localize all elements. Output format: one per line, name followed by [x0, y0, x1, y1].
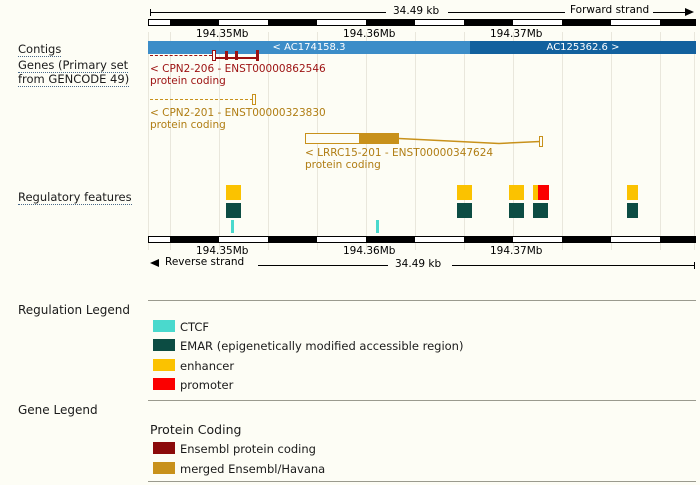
gene-lrrc15-201-coding-exon[interactable]	[360, 133, 399, 144]
region-length-label: 34.49 kb	[390, 5, 443, 17]
reg-feature-ctcf[interactable]	[231, 220, 234, 233]
contigs-row-label[interactable]: Contigs	[18, 42, 62, 57]
genes-row-label[interactable]: Genes (Primary set from GENCODE 49)	[18, 58, 130, 87]
gene-legend-title: Gene Legend	[18, 403, 98, 417]
reg-feature-enhancer[interactable]	[509, 185, 524, 200]
legend-swatch-merged-ensembl-havana	[153, 462, 175, 474]
gene-cpn2-206-biotype: protein coding	[150, 75, 226, 87]
grid-line	[464, 32, 465, 250]
reverse-strand-label: Reverse strand	[163, 256, 247, 268]
gene-cpn2-206-intron	[228, 57, 235, 59]
scalebar-bottom-tick-right	[694, 262, 695, 269]
reg-feature-emar[interactable]	[533, 203, 548, 218]
regulatory-row-label[interactable]: Regulatory features	[18, 190, 132, 205]
reg-feature-emar[interactable]	[457, 203, 472, 218]
gene-cpn2-201-name[interactable]: < CPN2-201 - ENST00000323830	[150, 107, 326, 119]
gene-cpn2-206-exon[interactable]	[235, 51, 238, 60]
legend-swatch-emar	[153, 339, 175, 351]
contig-AC125362[interactable]: AC125362.6 >	[470, 41, 696, 54]
reg-feature-enhancer[interactable]	[457, 185, 472, 200]
ruler-top[interactable]	[148, 19, 696, 26]
tick-label-top-1: 194.35Mb	[196, 28, 249, 40]
grid-line	[660, 32, 661, 250]
gene-legend-rule-top	[148, 400, 696, 401]
scalebar-line-right	[448, 12, 565, 13]
legend-label-emar: EMAR (epigenetically modified accessible…	[180, 339, 464, 353]
grid-line	[694, 32, 695, 250]
reg-feature-promoter[interactable]	[538, 185, 549, 200]
reg-feature-emar[interactable]	[509, 203, 524, 218]
tick-label-top-3: 194.37Mb	[490, 28, 543, 40]
reg-feature-enhancer[interactable]	[627, 185, 638, 200]
region-length-label-bottom: 34.49 kb	[392, 258, 445, 270]
gene-legend-rule-bottom	[148, 481, 696, 482]
scalebar-bottom-line-left	[258, 265, 388, 266]
scalebar-line-left	[150, 12, 386, 13]
legend-swatch-ctcf	[153, 320, 175, 332]
legend-label-promoter: promoter	[180, 378, 234, 392]
legend-swatch-ensembl-protein-coding	[153, 442, 175, 454]
tick-label-bottom-1: 194.35Mb	[196, 245, 249, 257]
ruler-bottom[interactable]	[148, 236, 696, 243]
gene-cpn2-206-intron-dash	[150, 55, 212, 56]
tick-label-bottom-3: 194.37Mb	[490, 245, 543, 257]
gene-cpn2-201-biotype: protein coding	[150, 119, 226, 131]
regulatory-row-label-text: Regulatory features	[18, 190, 132, 205]
gene-lrrc15-201-name[interactable]: < LRRC15-201 - ENST00000347624	[305, 147, 494, 159]
tick-label-bottom-2: 194.36Mb	[343, 245, 396, 257]
grid-line	[148, 32, 149, 250]
grid-line	[415, 32, 416, 250]
legend-label-ensembl-protein-coding: Ensembl protein coding	[180, 442, 316, 456]
gene-cpn2-206-exon[interactable]	[225, 51, 228, 60]
gene-cpn2-201-exon[interactable]	[252, 94, 256, 105]
legend-swatch-enhancer	[153, 359, 175, 371]
gene-legend-group-title: Protein Coding	[150, 422, 242, 437]
forward-strand-arrow-icon	[685, 8, 694, 16]
reg-feature-emar[interactable]	[226, 203, 241, 218]
contig-AC174158[interactable]: < AC174158.3	[148, 41, 470, 54]
reg-feature-ctcf[interactable]	[376, 220, 379, 233]
gene-cpn2-206-name[interactable]: < CPN2-206 - ENST00000862546	[150, 63, 326, 75]
grid-line	[562, 32, 563, 250]
gene-lrrc15-201-intron-line	[399, 137, 541, 145]
legend-label-ctcf: CTCF	[180, 320, 210, 334]
forward-strand-label: Forward strand	[568, 4, 652, 16]
gene-lrrc15-201-exon-last[interactable]	[539, 136, 543, 147]
gene-lrrc15-201-utr-exon[interactable]	[305, 133, 360, 144]
gene-cpn2-206-intron	[238, 57, 256, 59]
genes-row-label-line2: from GENCODE 49)	[18, 72, 130, 87]
reg-feature-enhancer[interactable]	[226, 185, 241, 200]
contigs-row-label-text: Contigs	[18, 42, 62, 57]
gene-cpn2-206-exon-last[interactable]	[256, 50, 259, 61]
reg-feature-emar[interactable]	[627, 203, 638, 218]
gene-cpn2-206-exon[interactable]	[212, 50, 216, 61]
genes-row-label-line1: Genes (Primary set	[18, 58, 129, 73]
grid-line	[219, 32, 220, 250]
legend-swatch-promoter	[153, 378, 175, 390]
gene-lrrc15-201-biotype: protein coding	[305, 159, 381, 171]
gene-cpn2-206-intron	[216, 57, 225, 59]
grid-line	[611, 32, 612, 250]
grid-line	[513, 32, 514, 250]
legend-label-merged-ensembl-havana: merged Ensembl/Havana	[180, 462, 326, 476]
scalebar-bottom-line-right	[452, 265, 694, 266]
regulation-legend-title: Regulation Legend	[18, 303, 130, 317]
reverse-strand-arrow-icon	[150, 259, 159, 267]
grid-line	[170, 32, 171, 250]
scalebar-tick-left	[150, 9, 151, 16]
regulation-legend-rule-top	[148, 300, 696, 301]
genome-browser-track-area[interactable]: 34.49 kb Forward strand 194.35Mb 194.36M…	[148, 0, 696, 257]
gene-cpn2-201-intron-dash	[150, 99, 253, 100]
scalebar-line-far-right	[653, 12, 685, 13]
tick-label-top-2: 194.36Mb	[343, 28, 396, 40]
grid-line	[268, 32, 269, 250]
legend-label-enhancer: enhancer	[180, 359, 235, 373]
